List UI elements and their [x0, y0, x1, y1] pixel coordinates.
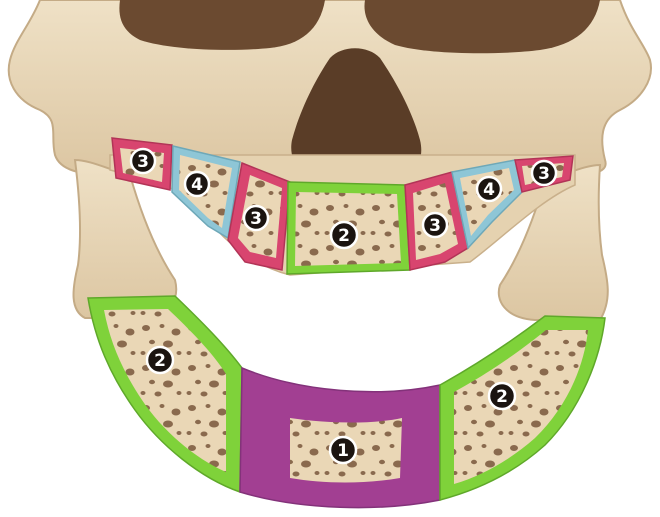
zone2-badge-left: 2	[147, 347, 173, 373]
svg-text:4: 4	[483, 180, 495, 200]
zone3-badge-left-center: 3	[244, 206, 268, 230]
svg-text:3: 3	[538, 164, 550, 184]
zone1-badge: 1	[330, 437, 356, 463]
zone2-badge-maxilla: 2	[331, 222, 357, 248]
mandible-zones	[88, 296, 605, 508]
svg-text:2: 2	[154, 351, 166, 371]
svg-text:3: 3	[137, 152, 149, 172]
svg-text:2: 2	[496, 387, 508, 407]
zone3-badge-right-center: 3	[423, 213, 447, 237]
zone4-badge-left: 4	[185, 172, 209, 196]
zone2-badge-right: 2	[489, 383, 515, 409]
svg-text:3: 3	[250, 209, 262, 229]
zone3-badge-far-left: 3	[131, 149, 155, 173]
svg-text:1: 1	[337, 441, 349, 461]
svg-text:3: 3	[429, 216, 441, 236]
svg-text:4: 4	[191, 175, 203, 195]
zone4-badge-right: 4	[477, 177, 501, 201]
zone3-badge-far-right: 3	[532, 161, 556, 185]
svg-text:2: 2	[338, 226, 350, 246]
